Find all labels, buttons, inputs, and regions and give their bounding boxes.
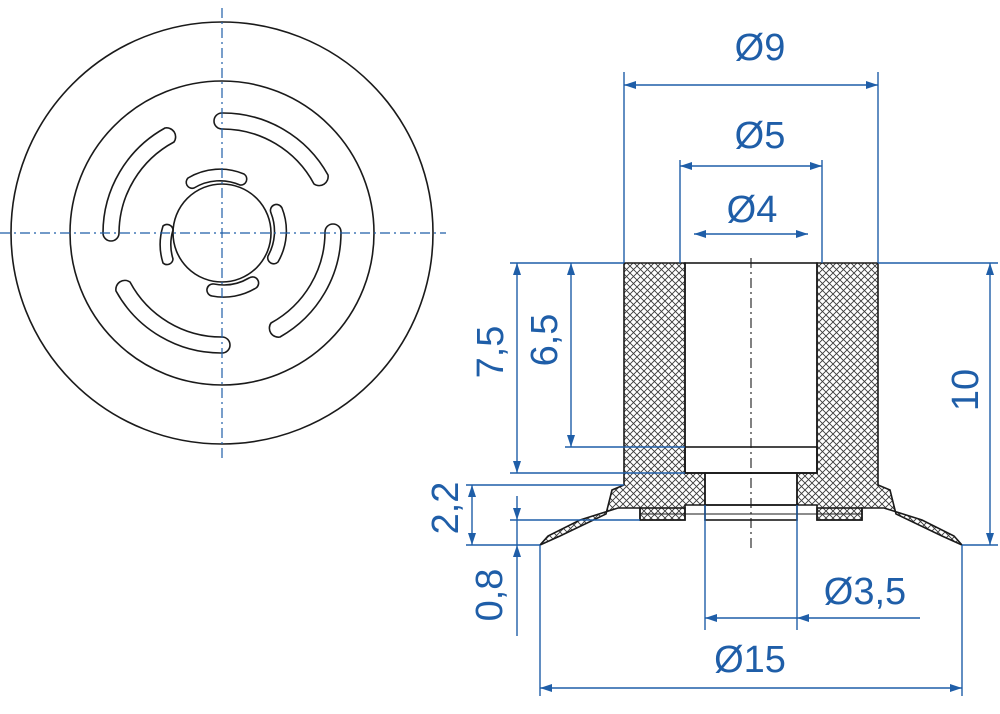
inner-slot-right bbox=[266, 203, 288, 265]
inner-slots bbox=[159, 168, 288, 298]
arrowheads bbox=[468, 81, 994, 692]
dim-diameter-5: Ø5 bbox=[735, 115, 786, 157]
right-wall-section bbox=[796, 262, 963, 546]
dim-diameter-3-5: Ø3,5 bbox=[824, 571, 906, 613]
dimension-lines bbox=[466, 72, 998, 696]
left-wall-section bbox=[539, 262, 706, 546]
inner-slot-bottom bbox=[206, 276, 260, 298]
slot-left bbox=[102, 127, 177, 242]
dim-diameter-9: Ø9 bbox=[735, 27, 786, 69]
front-view bbox=[0, 8, 446, 458]
slot-right bbox=[268, 223, 342, 338]
slot-bottom bbox=[115, 279, 231, 354]
dim-height-7-5: 7,5 bbox=[470, 326, 512, 379]
dim-diameter-15: Ø15 bbox=[714, 639, 786, 681]
inner-slot-left bbox=[159, 223, 174, 266]
dim-height-6-5: 6,5 bbox=[524, 314, 566, 367]
dim-diameter-4: Ø4 bbox=[727, 189, 778, 231]
section-view bbox=[539, 258, 963, 550]
outer-slots bbox=[102, 112, 342, 354]
slot-top-right bbox=[213, 112, 329, 187]
dim-height-0-8: 0,8 bbox=[469, 569, 511, 622]
dim-height-10: 10 bbox=[945, 369, 987, 411]
inner-slot-top bbox=[185, 168, 248, 190]
dim-height-2-2: 2,2 bbox=[425, 482, 467, 535]
